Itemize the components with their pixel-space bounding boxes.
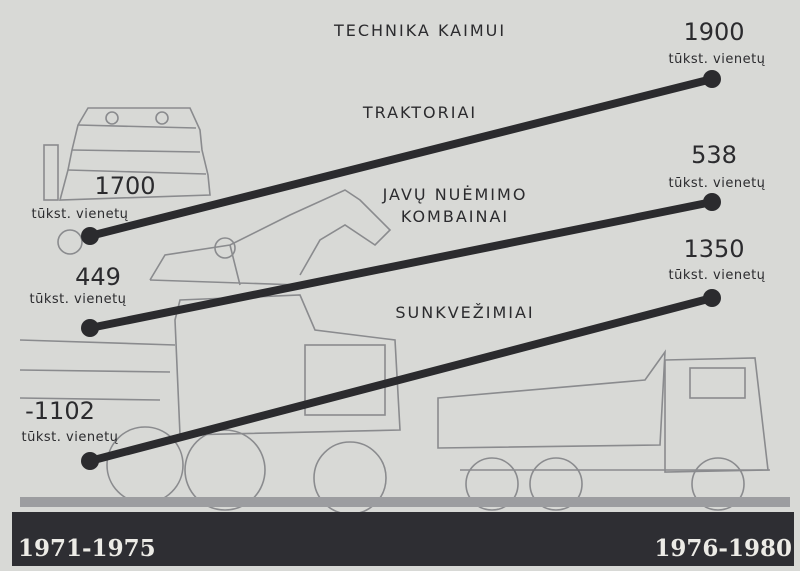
series-2-end-unit: tūkst. vienetų [669,176,766,191]
series-3-end-value: 1350 [683,235,744,263]
series-line-1 [86,75,716,240]
series-1-end-unit: tūkst. vienetų [669,52,766,67]
series-3-start-point [81,452,99,470]
series-2-end-point [703,193,721,211]
series-line-3 [86,294,716,465]
series-2-start-point [81,319,99,337]
data-marks: TRAKTORIAI 1700 tūkst. vienetų 1900 tūkst. v… [22,18,766,470]
series-1-end-point [703,70,721,88]
series-1-start-point [81,227,99,245]
series-3-start-unit: tūkst. vienetų [22,430,119,445]
series-2-start-value: 449 [75,263,121,291]
series-3-end-unit: tūkst. vienetų [669,268,766,283]
period-band [12,512,794,566]
series-1-name: TRAKTORIAI [362,103,477,122]
series-3-name: SUNKVEŽIMIAI [395,303,534,322]
series-1-start-unit: tūkst. vienetų [32,207,129,222]
chart-title: TECHNIKA KAIMUI [333,21,506,40]
series-2-start-unit: tūkst. vienetų [30,292,127,307]
ground-strip [20,497,790,507]
series-1-start-value: 1700 [94,172,155,200]
dump-truck-sketch [437,349,770,511]
category-label-start: 1971-1975 [18,535,156,562]
series-1-end-value: 1900 [683,18,744,46]
tractor-sketch [43,107,211,201]
series-line-2 [86,198,716,332]
series-3-end-point [703,289,721,307]
series-2-end-value: 538 [691,141,737,169]
category-label-end: 1976-1980 [654,535,792,562]
combine-harvester-sketch [57,189,392,286]
series-3-start-value: -1102 [25,397,95,425]
